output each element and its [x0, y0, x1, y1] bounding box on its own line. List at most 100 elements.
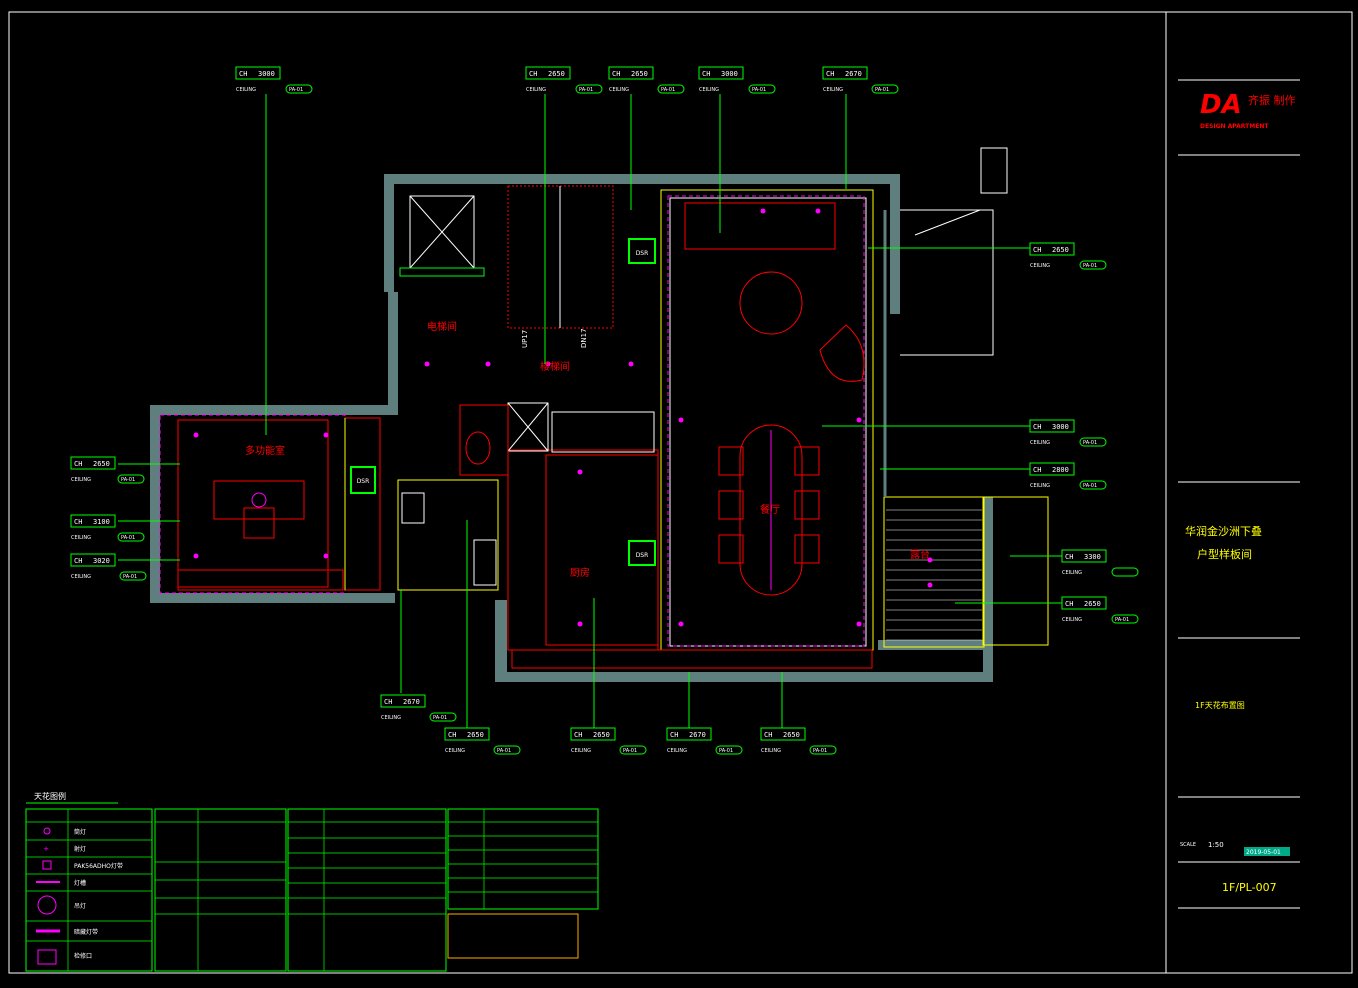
svg-text:CEILING: CEILING [236, 87, 256, 93]
svg-text:CH: CH [1033, 466, 1041, 474]
svg-text:PA-01: PA-01 [289, 87, 303, 93]
svg-text:PA-01: PA-01 [1083, 263, 1097, 269]
svg-text:PA-01: PA-01 [661, 87, 675, 93]
svg-text:2650: 2650 [631, 70, 648, 78]
ceiling-tag: CH 2670 CEILING PA-01 [822, 66, 899, 94]
downlight-symbol-icon [43, 827, 51, 835]
ceiling-tag: CH 3000 CEILING PA-01 [1029, 419, 1107, 447]
svg-text:CH: CH [1065, 553, 1073, 561]
svg-text:PA-01: PA-01 [623, 748, 637, 754]
svg-text:CH: CH [826, 70, 834, 78]
ceiling-tag: CH 2670 CEILING PA-01 [380, 694, 457, 722]
svg-text:PA-01: PA-01 [1083, 440, 1097, 446]
svg-text:CH: CH [764, 731, 772, 739]
svg-text:PA-01: PA-01 [497, 748, 511, 754]
svg-text:CH: CH [74, 518, 82, 526]
room-label-dining: 餐厅 [760, 503, 780, 516]
drawing-number: 1F/PL-007 [1222, 881, 1277, 894]
svg-text:2650: 2650 [467, 731, 484, 739]
room-label-kitchen: 厨房 [570, 566, 590, 579]
svg-text:2670: 2670 [689, 731, 706, 739]
title-block: DA 齐振 制作 DESIGN APARTMENT 华润金沙洲下叠 户型样板间 … [1178, 79, 1300, 909]
svg-text:CEILING: CEILING [667, 748, 687, 754]
project-subtitle: 户型样板间 [1197, 547, 1252, 561]
svg-text:CH: CH [1065, 600, 1073, 608]
ceiling-tag: CH 2670 CEILING PA-01 [666, 727, 743, 755]
spotlight-symbol-icon: + [43, 845, 49, 853]
dsr-label: DSR [357, 478, 370, 485]
svg-text:2650: 2650 [593, 731, 610, 739]
svg-text:2650: 2650 [548, 70, 565, 78]
svg-text:CEILING: CEILING [1030, 440, 1050, 446]
ceiling-tag: CH 2650 CEILING PA-01 [1029, 242, 1107, 270]
room-label-stair: 楼梯间 [540, 360, 570, 373]
dsr-units [350, 238, 656, 566]
svg-text:3000: 3000 [721, 70, 738, 78]
ceiling-tag: CH 2800 CEILING PA-01 [1029, 462, 1107, 490]
date-value: 2019-05-01 [1246, 849, 1281, 856]
ceiling-tag: CH 3300 CEILING [1061, 549, 1139, 577]
legend-item: 灯槽 [74, 879, 86, 887]
ceiling-tag: CH 3000 CEILING PA-01 [698, 66, 776, 94]
svg-text:CEILING: CEILING [381, 715, 401, 721]
svg-text:3100: 3100 [93, 518, 110, 526]
svg-text:CH: CH [670, 731, 678, 739]
svg-text:3000: 3000 [1052, 423, 1069, 431]
legend-item: PAK56ADHO灯带 [74, 862, 123, 870]
drawing-frame [8, 11, 1353, 974]
ceiling-tag: CH 2650 CEILING PA-01 [760, 727, 837, 755]
ceiling-tag: CH 3000 CEILING PA-01 [235, 66, 313, 94]
ceiling-tag: CH 2650 CEILING PA-01 [70, 456, 145, 484]
stair-up-label: UP17 [521, 330, 529, 348]
svg-text:2650: 2650 [783, 731, 800, 739]
svg-text:CH: CH [1033, 423, 1041, 431]
svg-text:PA-01: PA-01 [123, 574, 137, 580]
svg-text:CEILING: CEILING [699, 87, 719, 93]
stair-dn-label: DN17 [580, 328, 588, 348]
svg-text:CEILING: CEILING [571, 748, 591, 754]
svg-text:PA-01: PA-01 [813, 748, 827, 754]
legend-table: 天花图例 + 筒灯 [25, 791, 599, 972]
svg-text:CH: CH [239, 70, 247, 78]
legend-item: 筒灯 [74, 828, 86, 836]
svg-text:CEILING: CEILING [71, 574, 91, 580]
ceiling-tag: CH 2650 CEILING PA-01 [1061, 596, 1139, 624]
drawing-name: 1F天花布置图 [1195, 700, 1245, 710]
svg-text:PA-01: PA-01 [1115, 617, 1129, 623]
ceiling-tag: CH 2650 CEILING PA-01 [444, 727, 521, 755]
downlights [193, 208, 933, 627]
ceiling-tag: CH 2650 CEILING PA-01 [570, 727, 647, 755]
room-label-multi: 多功能室 [245, 444, 285, 457]
svg-text:CH: CH [529, 70, 537, 78]
svg-text:PA-01: PA-01 [1083, 483, 1097, 489]
dsr-label: DSR [636, 250, 649, 257]
project-name: 华润金沙洲下叠 [1185, 524, 1262, 538]
scale-value: 1:50 [1208, 841, 1224, 849]
svg-text:PA-01: PA-01 [579, 87, 593, 93]
svg-text:PA-01: PA-01 [752, 87, 766, 93]
svg-text:CEILING: CEILING [609, 87, 629, 93]
scale-label: SCALE [1180, 842, 1196, 848]
leader-lines [118, 94, 1062, 728]
svg-text:PA-01: PA-01 [121, 477, 135, 483]
svg-text:2670: 2670 [845, 70, 862, 78]
svg-text:3020: 3020 [93, 557, 110, 565]
access-panel-symbol-icon [37, 949, 57, 965]
legend-item: 吊灯 [74, 902, 86, 910]
svg-text:2650: 2650 [1052, 246, 1069, 254]
pendant-symbol-icon [37, 895, 57, 915]
svg-text:CEILING: CEILING [761, 748, 781, 754]
svg-text:CEILING: CEILING [445, 748, 465, 754]
svg-text:3000: 3000 [258, 70, 275, 78]
room-label-terrace: 露台 [910, 548, 930, 561]
svg-text:CEILING: CEILING [71, 535, 91, 541]
svg-text:PA-01: PA-01 [121, 535, 135, 541]
svg-text:CH: CH [1033, 246, 1041, 254]
ceiling-tag: CH 3100 CEILING PA-01 [70, 514, 145, 542]
room-labels: 电梯间 楼梯间 多功能室 厨房 餐厅 露台 [245, 320, 930, 579]
svg-text:DA: DA [1200, 90, 1242, 120]
svg-text:CH: CH [384, 698, 392, 706]
svg-text:CEILING: CEILING [1030, 483, 1050, 489]
